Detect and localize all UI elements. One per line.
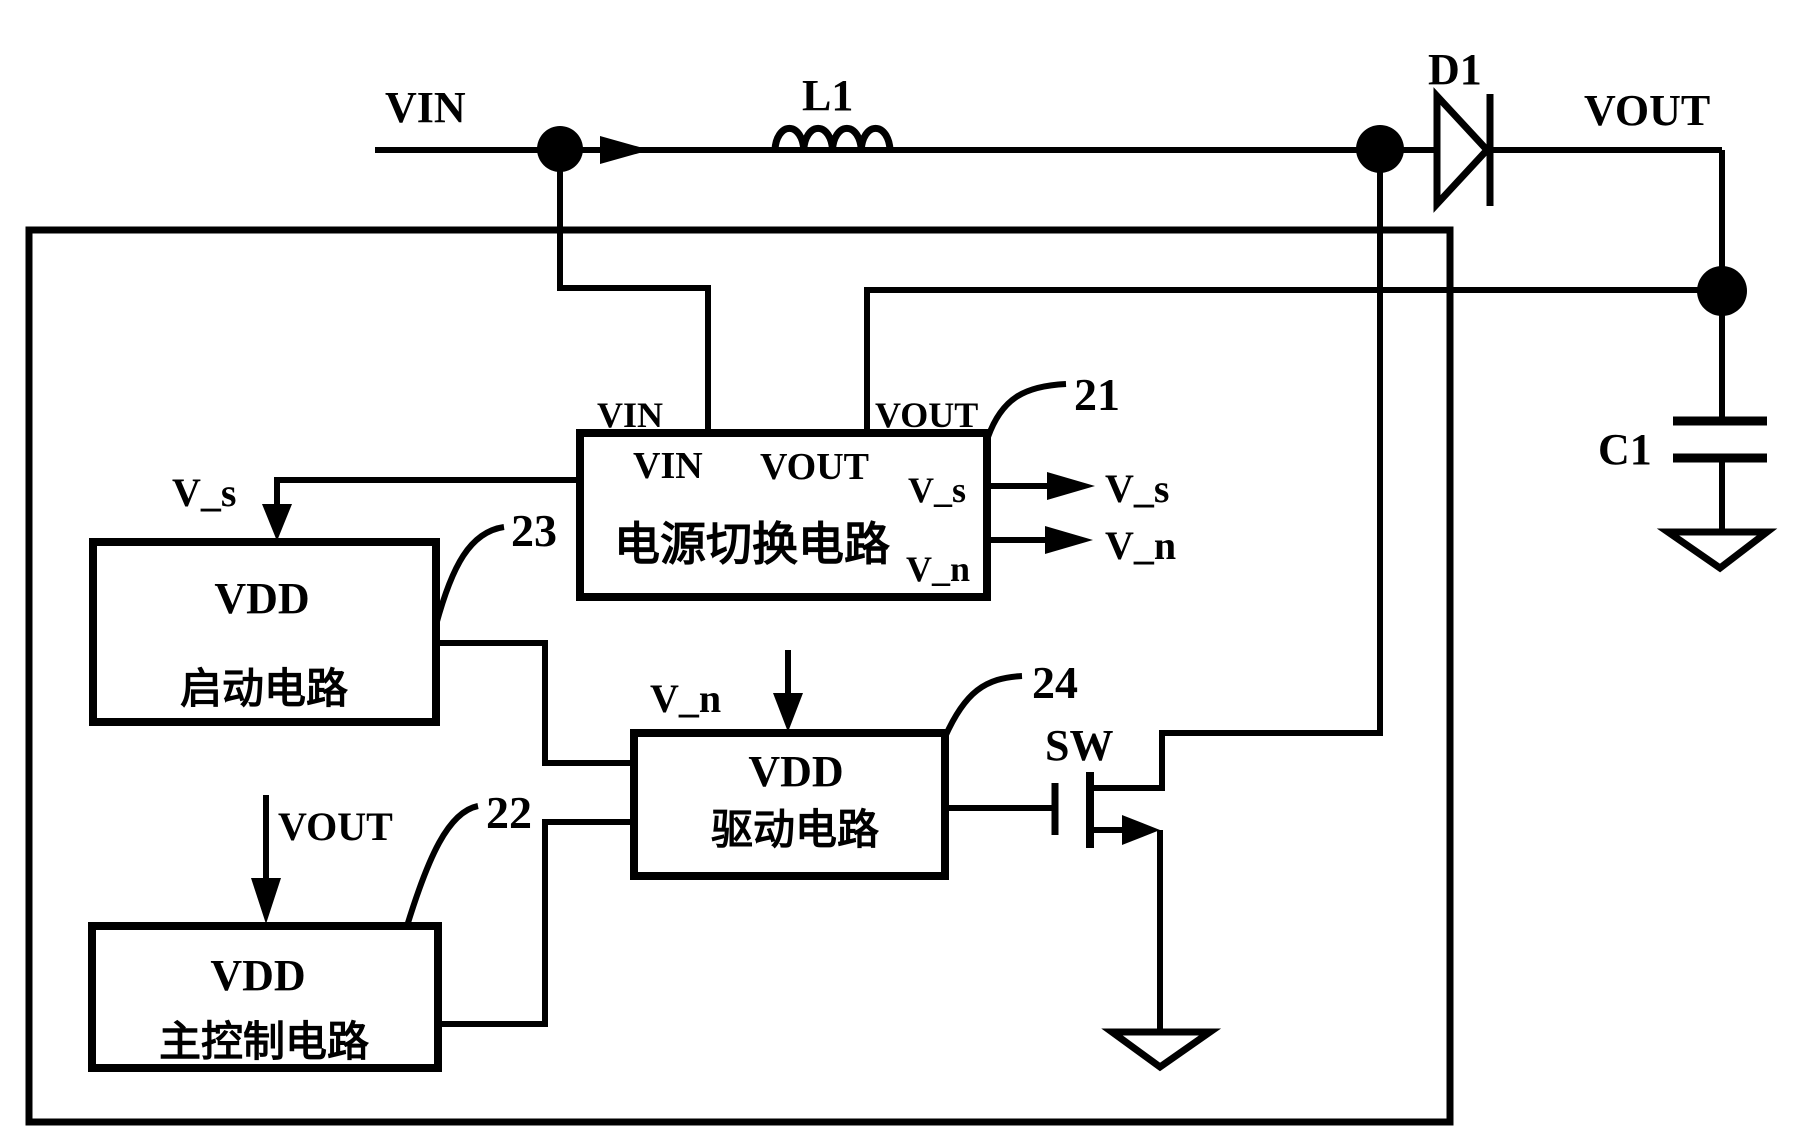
b22-vdd-label: VDD <box>210 951 305 1000</box>
leader-21 <box>985 381 1067 439</box>
leader-23 <box>433 524 505 626</box>
b21-pin-vin-label: VIN <box>597 395 663 435</box>
ground-icon <box>1656 528 1778 573</box>
control-to-driver-wire <box>438 819 634 1027</box>
vs-feed-wire <box>274 477 580 506</box>
vn-drive-arrow-icon <box>773 693 803 732</box>
b24-vdd-label: VDD <box>748 747 843 796</box>
driver-block <box>630 729 949 880</box>
main-control-block <box>88 922 442 1072</box>
interblock-wires <box>262 477 634 1027</box>
inductor-l1 <box>771 124 894 151</box>
b21-port-vn-label: V_n <box>906 549 970 589</box>
vout-feed-arrow-icon <box>251 878 281 924</box>
top-rail <box>375 87 1722 213</box>
c1-label: C1 <box>1598 425 1652 474</box>
leader-24 <box>942 673 1023 739</box>
vout-feed-label: VOUT <box>278 804 393 849</box>
vs-out-label: V_s <box>1105 466 1169 511</box>
power-switch-block <box>576 429 991 601</box>
vin-node-dot <box>537 126 583 172</box>
ref-22-label: 22 <box>486 787 532 838</box>
vn-out-arrow-icon <box>1045 526 1093 554</box>
vout-pin-wire <box>864 287 1722 433</box>
l1-label: L1 <box>802 71 853 120</box>
vs-out-arrow-icon <box>1047 472 1095 500</box>
sw-label: SW <box>1045 721 1113 770</box>
b21-inner-vout-label: VOUT <box>760 446 869 488</box>
vin-top-label: VIN <box>385 83 466 132</box>
vn-out-label: V_n <box>1105 523 1176 568</box>
vs-feed-label: V_s <box>172 470 236 515</box>
startup-block <box>89 538 440 726</box>
b22-title: 主控制电路 <box>159 1019 370 1066</box>
ground-icon <box>1101 1028 1222 1072</box>
signal-arrows <box>251 472 1095 924</box>
startup-to-driver-wire <box>436 640 634 766</box>
b21-port-vs-label: V_s <box>908 470 966 510</box>
vs-feed-arrow-icon <box>262 504 292 541</box>
block21-feeds <box>557 150 1722 433</box>
d1-label: D1 <box>1428 45 1482 94</box>
b24-title: 驱动电路 <box>711 807 880 854</box>
b23-title: 启动电路 <box>180 666 349 713</box>
vn-drive-label: V_n <box>650 676 721 721</box>
switch-node-dot <box>1356 125 1404 173</box>
output-branch <box>1656 150 1778 573</box>
vin-pin-wire <box>557 150 711 433</box>
current-direction-arrow-icon <box>600 136 650 164</box>
text-layer: VIN L1 D1 VOUT C1 SW 21 23 22 24 V_s V_s… <box>159 45 1710 1066</box>
b23-vdd-label: VDD <box>214 574 309 623</box>
ref-23-label: 23 <box>511 505 557 556</box>
drain-wire <box>1090 150 1383 791</box>
source-arrow-icon <box>1122 815 1160 845</box>
switch-path <box>945 150 1383 1072</box>
leader-22 <box>404 803 479 927</box>
ref-24-label: 24 <box>1032 657 1078 708</box>
vout-top-label: VOUT <box>1584 86 1710 135</box>
b21-title: 电源切换电路 <box>614 519 891 570</box>
ref-21-label: 21 <box>1074 369 1120 420</box>
diode-d1-triangle <box>1433 87 1492 213</box>
ic-outline-box <box>25 226 1454 1126</box>
b21-inner-vin-label: VIN <box>633 445 703 487</box>
b21-pin-vout-label: VOUT <box>875 395 978 435</box>
ref-leaders <box>404 381 1067 927</box>
